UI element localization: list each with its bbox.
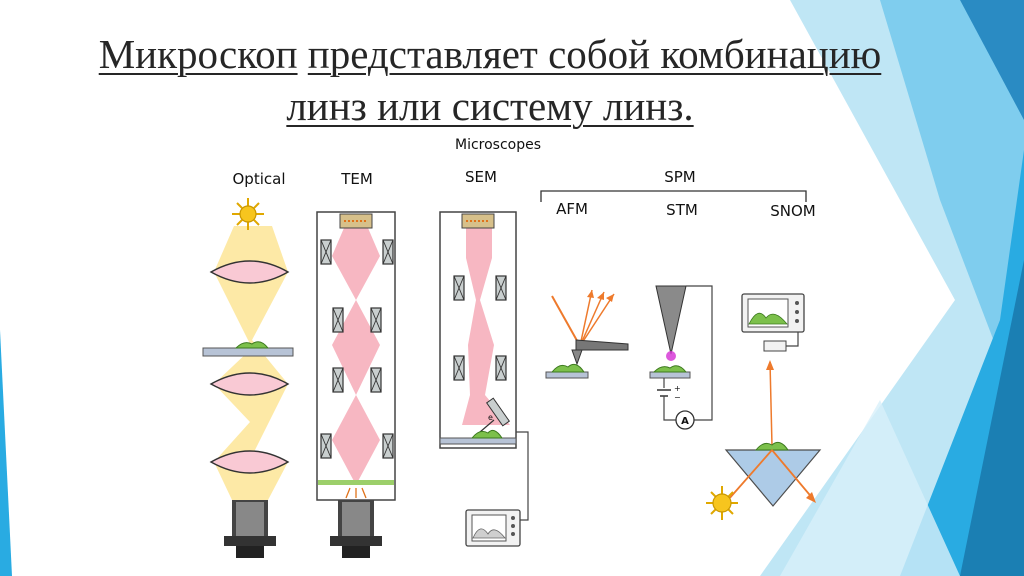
bg-shard-dark — [960, 260, 1024, 576]
camera-icon — [224, 500, 276, 558]
label-tem: TEM — [340, 170, 373, 188]
sun-icon — [232, 198, 264, 230]
tem-microscope — [316, 211, 396, 558]
optical-microscope — [202, 198, 294, 558]
bg-shard-lower — [780, 400, 960, 576]
afm-sample — [550, 363, 585, 373]
optical-lens-2 — [209, 372, 290, 396]
bg-shard-mid — [880, 0, 1024, 420]
monitor-icon — [465, 509, 521, 547]
tem-camera-icon — [330, 500, 382, 558]
ammeter-icon — [675, 410, 695, 430]
label-sem: SEM — [465, 168, 497, 186]
afm-tip — [571, 349, 583, 366]
label-stm: STM — [666, 201, 698, 219]
heading-microscopes: Microscopes — [455, 137, 541, 153]
stm-sample — [652, 365, 688, 373]
snom-sample — [754, 441, 789, 451]
afm-microscope — [545, 289, 629, 379]
tem-emission-arrows — [345, 487, 367, 499]
stm-tip — [655, 285, 687, 355]
snom-laser-in — [727, 449, 773, 501]
sem-microscope: e — [439, 211, 529, 547]
tem-coil-marks — [320, 239, 394, 459]
snom-laser-arrowhead — [806, 492, 816, 503]
stm-microscope: + − A — [649, 285, 713, 430]
battery-icon — [657, 389, 671, 397]
optical-stage — [202, 347, 294, 357]
sem-detector-label: e — [488, 413, 493, 422]
optical-lens-1 — [209, 260, 290, 284]
label-afm: AFM — [556, 200, 588, 218]
afm-reflected-rays — [579, 289, 615, 347]
afm-ray-arrowheads — [587, 290, 614, 302]
sem-electron-beam — [462, 228, 510, 425]
slide-title: Микроскоп представляет собой комбинацию … — [60, 28, 920, 132]
tem-screen — [318, 480, 394, 485]
afm-cantilever — [575, 339, 629, 351]
sem-electron-arrow — [479, 419, 495, 433]
bg-shard-deep — [960, 0, 1024, 120]
stm-battery-minus: − — [674, 393, 681, 402]
optical-lens-3 — [209, 450, 290, 474]
sem-coil-marks — [453, 275, 507, 381]
stm-stage — [649, 371, 691, 379]
snom-laser-out — [771, 449, 815, 501]
sem-stage — [439, 437, 517, 445]
sem-sample — [470, 429, 503, 439]
snom-sun-icon — [706, 486, 738, 520]
snom-signal-beam — [769, 361, 773, 447]
title-line2: линз или систему линз. — [286, 83, 694, 129]
afm-stage — [545, 371, 589, 379]
title-rest-line1: представляет собой комбинацию — [307, 31, 882, 77]
stm-battery-plus: + — [674, 384, 681, 393]
snom-cable — [786, 332, 799, 347]
optical-sample — [234, 341, 270, 349]
optical-light-beam — [214, 226, 288, 500]
bg-shard-left-edge — [0, 330, 12, 576]
stm-ammeter-label: A — [681, 416, 689, 427]
stm-circuit-wire — [663, 285, 713, 421]
spm-bracket — [540, 190, 807, 202]
snom-microscope — [706, 293, 822, 520]
snom-detector — [763, 340, 787, 352]
snom-prism — [724, 449, 822, 507]
title-word-microscope: Микроскоп — [98, 31, 298, 77]
stm-tunneling-glow — [666, 351, 676, 361]
sem-cable — [516, 431, 529, 521]
snom-monitor-icon — [741, 293, 805, 333]
label-spm: SPM — [664, 168, 696, 186]
afm-laser-in — [551, 295, 581, 347]
sem-detector — [485, 397, 511, 427]
label-snom: SNOM — [770, 202, 816, 220]
label-optical: Optical — [233, 170, 286, 188]
tem-electron-beam — [332, 228, 380, 485]
snom-signal-arrowhead — [766, 360, 774, 370]
